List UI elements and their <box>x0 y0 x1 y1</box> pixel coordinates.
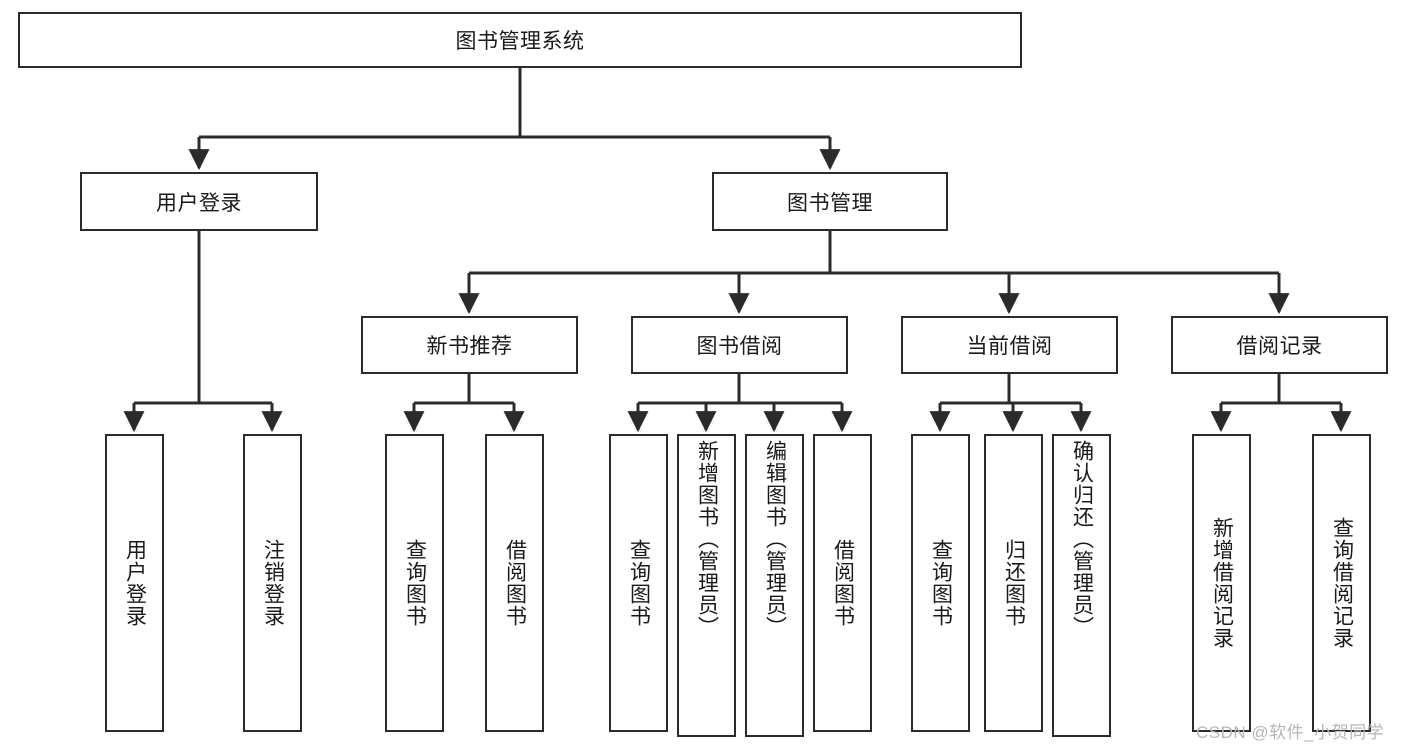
node-leaf-query-book-3-label: 查询图书 <box>929 539 953 627</box>
node-borrow-record-label: 借阅记录 <box>1236 335 1323 358</box>
node-leaf-borrow-book-1[interactable]: 借阅图书 <box>485 434 544 732</box>
node-leaf-query-book-2-label: 查询图书 <box>627 539 651 627</box>
node-leaf-query-borrow-record-label: 查询借阅记录 <box>1330 517 1354 649</box>
csdn-watermark: CSDN @软件_小贺同学 <box>1196 723 1385 742</box>
edge-currentborrow-to-leaves <box>929 374 1092 433</box>
node-leaf-edit-book-label: 编辑图书（管理员） <box>763 440 787 638</box>
node-current-borrow-label: 当前借阅 <box>966 335 1053 358</box>
node-leaf-query-book-2[interactable]: 查询图书 <box>609 434 668 732</box>
node-leaf-add-book-label: 新增图书（管理员） <box>695 440 719 638</box>
edge-root-to-level2 <box>188 68 841 171</box>
node-book-borrow-label: 图书借阅 <box>696 335 783 358</box>
node-user-login[interactable]: 用户登录 <box>80 172 318 231</box>
edge-borrowrecord-to-leaves <box>1210 374 1352 433</box>
edge-bookborrow-to-leaves <box>627 374 853 433</box>
node-book-borrow[interactable]: 图书借阅 <box>631 316 848 374</box>
node-leaf-user-logout-label: 注销登录 <box>261 539 285 627</box>
node-leaf-user-login-label: 用户登录 <box>123 539 147 627</box>
node-leaf-add-borrow-record[interactable]: 新增借阅记录 <box>1192 434 1251 732</box>
node-leaf-user-login[interactable]: 用户登录 <box>105 434 164 732</box>
edge-bookmgmt-to-level3 <box>458 231 1290 315</box>
node-new-book-recommend-label: 新书推荐 <box>426 335 513 358</box>
node-book-management[interactable]: 图书管理 <box>712 172 948 231</box>
node-leaf-query-borrow-record[interactable]: 查询借阅记录 <box>1312 434 1371 732</box>
node-leaf-query-book-3[interactable]: 查询图书 <box>911 434 970 732</box>
node-leaf-confirm-return[interactable]: 确认归还（管理员） <box>1052 434 1111 737</box>
node-borrow-record[interactable]: 借阅记录 <box>1171 316 1388 374</box>
node-leaf-return-book-label: 归还图书 <box>1002 539 1026 627</box>
node-book-management-label: 图书管理 <box>787 191 873 215</box>
node-leaf-user-logout[interactable]: 注销登录 <box>243 434 302 732</box>
node-leaf-borrow-book-2-label: 借阅图书 <box>831 539 855 627</box>
node-root[interactable]: 图书管理系统 <box>18 12 1022 68</box>
edge-userlogin-to-leaves <box>123 231 283 433</box>
node-leaf-add-borrow-record-label: 新增借阅记录 <box>1210 517 1234 649</box>
node-leaf-query-book-1[interactable]: 查询图书 <box>385 434 444 732</box>
edge-newbook-to-leaves <box>403 374 525 433</box>
node-current-borrow[interactable]: 当前借阅 <box>901 316 1118 374</box>
node-leaf-borrow-book-2[interactable]: 借阅图书 <box>813 434 872 732</box>
node-leaf-borrow-book-1-label: 借阅图书 <box>503 539 527 627</box>
node-leaf-add-book[interactable]: 新增图书（管理员） <box>677 434 736 737</box>
node-leaf-query-book-1-label: 查询图书 <box>403 539 427 627</box>
node-leaf-edit-book[interactable]: 编辑图书（管理员） <box>745 434 804 737</box>
node-user-login-label: 用户登录 <box>156 191 242 215</box>
node-leaf-return-book[interactable]: 归还图书 <box>984 434 1043 732</box>
node-leaf-confirm-return-label: 确认归还（管理员） <box>1070 440 1094 638</box>
node-root-label: 图书管理系统 <box>455 30 585 53</box>
node-new-book-recommend[interactable]: 新书推荐 <box>361 316 578 374</box>
